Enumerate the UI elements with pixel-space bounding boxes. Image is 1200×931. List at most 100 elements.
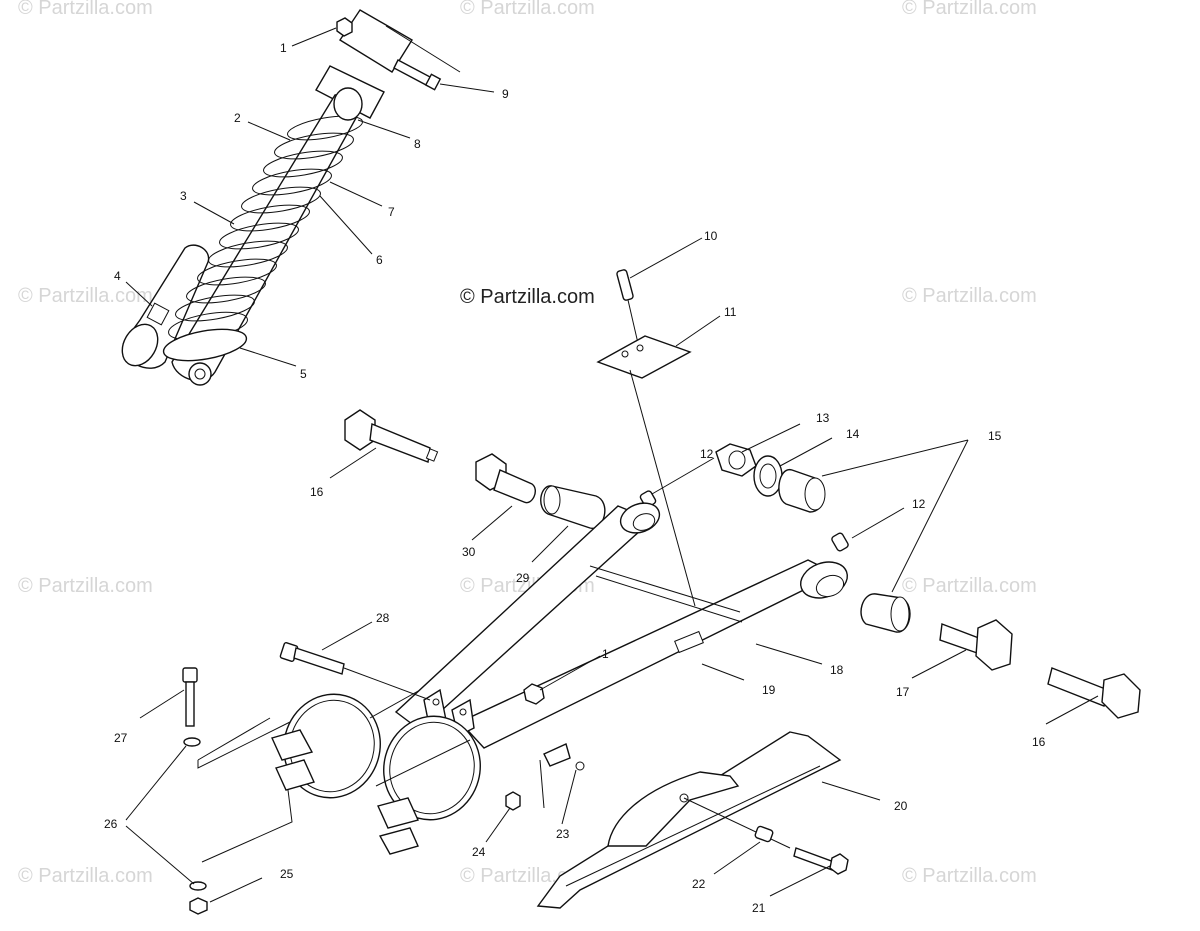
bolt-16-right-head	[1101, 673, 1141, 719]
bolt-16-head	[344, 409, 376, 451]
cross-member	[589, 565, 741, 613]
callout-1-arm: 1	[602, 647, 609, 661]
grease-fitting-12-right	[831, 532, 849, 552]
bolt-27-stack	[182, 667, 293, 915]
left-pivot-hardware	[344, 409, 606, 529]
bolt-28	[279, 642, 431, 701]
bolt-16-right-shank	[1047, 667, 1109, 707]
clamp-jaw-right	[377, 797, 419, 829]
callout-20: 20	[894, 799, 908, 813]
leader-lines	[125, 27, 1099, 903]
bolt-21-head	[829, 853, 849, 875]
callout-14: 14	[846, 427, 860, 441]
callout-1: 1	[280, 41, 287, 55]
clamp-jaw-left-top	[271, 729, 314, 761]
fitting-10	[616, 269, 634, 301]
callout-13: 13	[816, 411, 830, 425]
rail-bracket	[607, 771, 740, 847]
bracket-line	[385, 25, 461, 73]
bolt-17-head	[975, 619, 1013, 671]
spacer-22	[754, 825, 774, 843]
callout-10: 10	[704, 229, 718, 243]
clamp-link-mid	[375, 739, 471, 787]
bolt-28-shank	[293, 647, 345, 675]
clamp-jaw-right-bottom	[378, 827, 419, 855]
decal-19	[674, 630, 704, 654]
watermark-bottom-right: © Partzilla.com	[902, 865, 1037, 887]
watermark-layer: © Partzilla.com © Partzilla.com © Partzi…	[18, 0, 1037, 887]
washer-26-top	[183, 737, 201, 747]
clamp-link-top	[369, 689, 421, 719]
watermark-low-left: © Partzilla.com	[18, 575, 153, 597]
wheel-clamps	[271, 689, 481, 855]
callout-26: 26	[104, 817, 118, 831]
watermark-top-left: © Partzilla.com	[18, 0, 153, 19]
rail-edge	[565, 765, 821, 887]
callout-8: 8	[414, 137, 421, 151]
plate-11	[596, 335, 692, 379]
rail-20	[536, 731, 842, 909]
shock-eye-hole	[194, 368, 206, 380]
reservoir-label	[146, 302, 170, 326]
nut-25	[189, 897, 208, 915]
watermark-top-right: © Partzilla.com	[902, 0, 1037, 19]
bushing-30	[493, 469, 536, 504]
callout-7: 7	[388, 205, 395, 219]
callout-27: 27	[114, 731, 128, 745]
bolt-top	[393, 59, 433, 87]
bracket-23	[543, 743, 571, 767]
callout-11: 11	[724, 305, 737, 319]
callout-2: 2	[234, 111, 241, 125]
callout-22: 22	[692, 877, 706, 891]
shock-top-eye	[333, 87, 363, 121]
bolt-top-head	[424, 73, 442, 91]
cross-member-lower	[595, 575, 743, 623]
callout-6: 6	[376, 253, 383, 267]
callout-12-left: 12	[700, 447, 714, 461]
callout-29: 29	[516, 571, 530, 585]
slide-rail	[536, 731, 849, 909]
callout-9: 9	[502, 87, 509, 101]
nut-1-arm	[523, 683, 545, 705]
watermark-bottom-left: © Partzilla.com	[18, 865, 153, 887]
watermark-mid-right: © Partzilla.com	[902, 285, 1037, 307]
bolt-28-axis	[343, 667, 431, 701]
spring-coils	[162, 115, 363, 362]
watermark-low-right: © Partzilla.com	[902, 575, 1037, 597]
callout-12-right: 12	[912, 497, 926, 511]
stack-line-c	[201, 789, 293, 863]
callout-19: 19	[762, 683, 776, 697]
callout-4: 4	[114, 269, 121, 283]
callout-15: 15	[988, 429, 1002, 443]
stack-line-a	[197, 717, 271, 761]
callout-23: 23	[556, 827, 570, 841]
callout-18: 18	[830, 663, 844, 677]
callout-28: 28	[376, 611, 390, 625]
watermark-mid-left: © Partzilla.com	[18, 285, 153, 307]
nut-top	[336, 17, 353, 37]
bolt-16-shank	[369, 423, 431, 463]
callout-3: 3	[180, 189, 187, 203]
callout-17: 17	[896, 685, 910, 699]
callout-16-right: 16	[1032, 735, 1046, 749]
callout-21: 21	[752, 901, 766, 915]
right-pivot-hardware	[639, 443, 1141, 719]
callout-24: 24	[472, 845, 486, 859]
callout-30: 30	[462, 545, 476, 559]
callout-labels: 1 1 2 3 4 5 6 7 8 9 10 11 12 12 13 14 15…	[104, 41, 1046, 915]
callout-16-left: 16	[310, 485, 324, 499]
watermark-main: © Partzilla.com	[460, 286, 595, 308]
clamp-jaw-left-bottom	[275, 759, 315, 791]
callout-5: 5	[300, 367, 307, 381]
rail-axis-line	[683, 797, 791, 849]
bolt-27-shank	[185, 681, 195, 727]
reservoir-cap	[121, 323, 159, 367]
bolt-27-head	[182, 667, 198, 683]
callout-25: 25	[280, 867, 294, 881]
nut-24	[505, 791, 521, 811]
shock-absorber-assembly	[121, 9, 461, 386]
watermark-top-center: © Partzilla.com	[460, 0, 595, 19]
washer-23	[575, 761, 585, 771]
stack-line-b	[197, 721, 291, 769]
